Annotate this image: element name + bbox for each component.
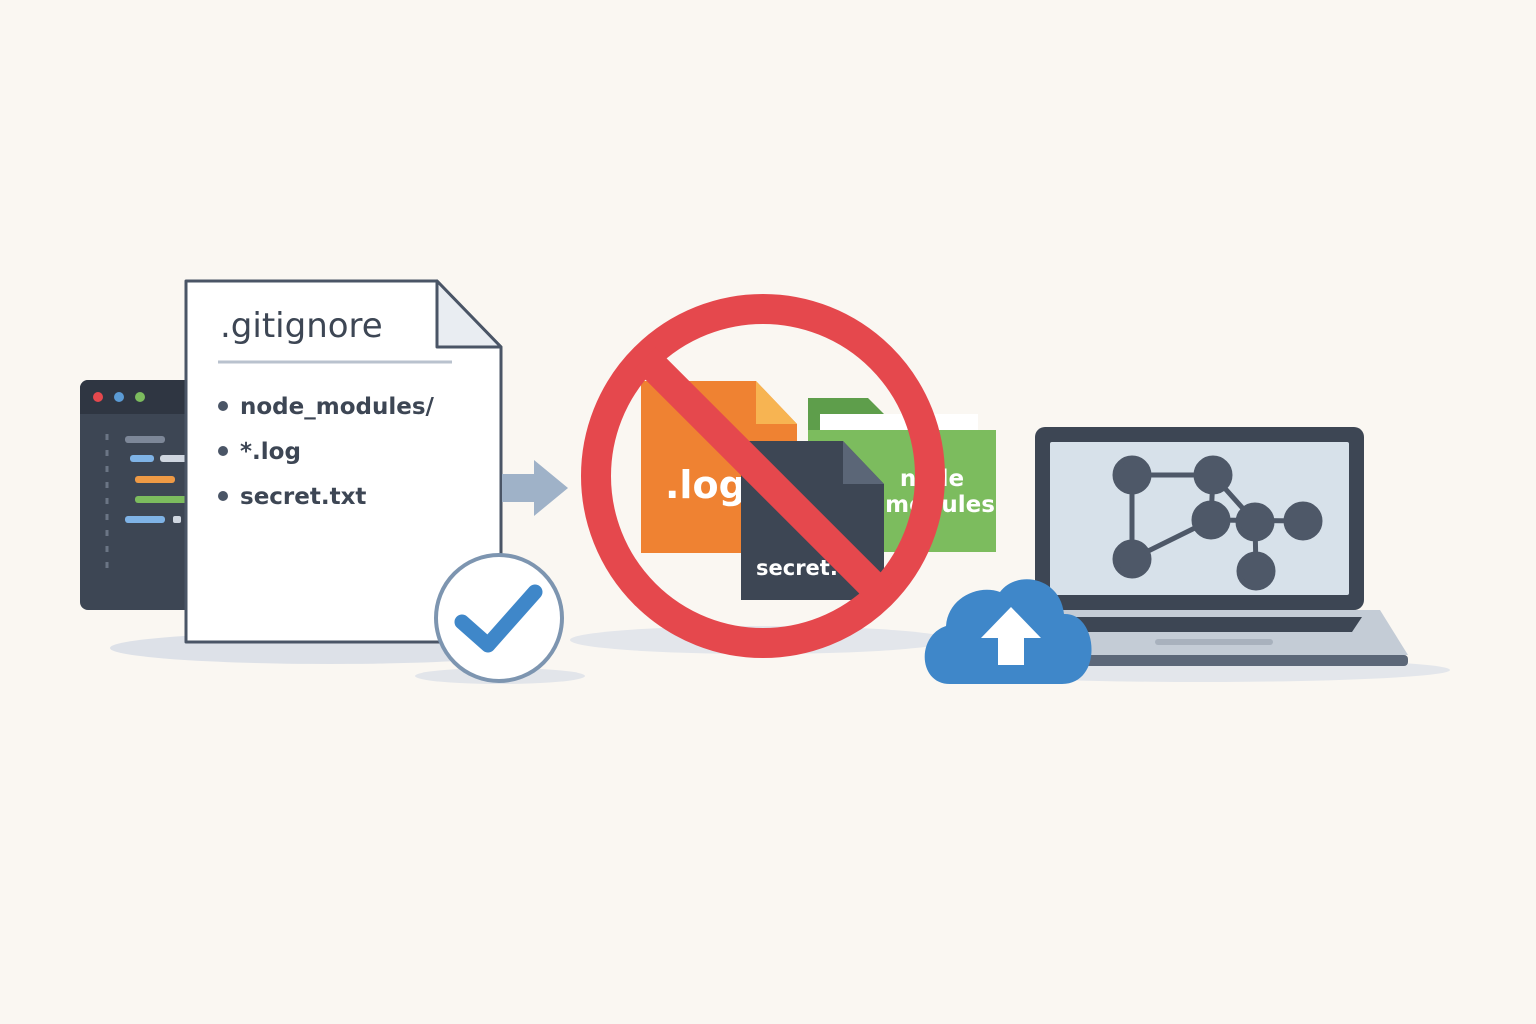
graph-node	[1191, 500, 1231, 540]
laptop-icon	[1020, 427, 1408, 666]
prohibited-icon	[581, 294, 945, 658]
graph-node	[1112, 539, 1152, 579]
entry-bullet	[218, 491, 228, 501]
secret-file-label: secret.	[756, 556, 838, 580]
window-close-dot	[93, 392, 103, 402]
entry-bullet	[218, 401, 228, 411]
graph-node	[1235, 502, 1275, 542]
checkmark-icon	[434, 553, 564, 683]
document-fold	[435, 279, 503, 349]
graph-node	[1283, 501, 1323, 541]
document-icon	[184, 279, 503, 644]
gitignore-title: .gitignore	[220, 306, 383, 346]
gitignore-document: .gitignore node_modules/ *.log secret.tx…	[184, 279, 503, 644]
git-graph-icon	[1112, 455, 1323, 591]
gitignore-entry: *.log	[240, 439, 301, 465]
gitignore-entry: secret.txt	[240, 484, 366, 510]
window-min-dot	[114, 392, 124, 402]
graph-node	[1112, 455, 1152, 495]
graph-node	[1193, 455, 1233, 495]
arrow-right-icon	[502, 460, 568, 516]
gitignore-entry: node_modules/	[240, 394, 435, 420]
window-max-dot	[135, 392, 145, 402]
cloud-upload-icon	[924, 579, 1092, 684]
code-editor-window-icon	[80, 380, 210, 610]
graph-node	[1236, 551, 1276, 591]
log-file-label: .log	[665, 463, 746, 507]
entry-bullet	[218, 446, 228, 456]
